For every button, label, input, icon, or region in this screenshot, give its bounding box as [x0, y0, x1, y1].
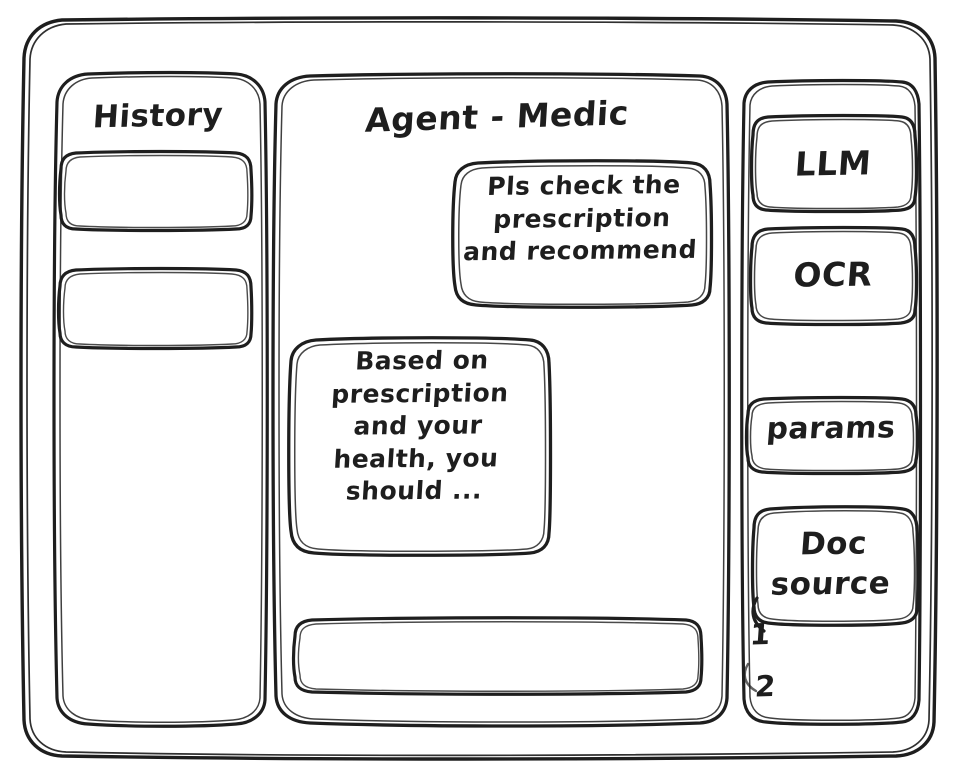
doc-source-connector [751, 596, 766, 633]
tool-ocr-outline [748, 225, 919, 327]
doc-source-connector-2 [743, 662, 758, 693]
history-item-2-outline [56, 266, 254, 351]
tool-llm-outline [749, 113, 919, 214]
history-item-1-outline [57, 149, 254, 233]
sidebar-left [56, 73, 268, 726]
agent-message-bubble-outline [287, 336, 553, 557]
user-message-bubble-outline [451, 159, 714, 309]
main-panel-outline [271, 72, 731, 728]
sidebar-right [743, 80, 921, 725]
sidebar-left-outline [52, 70, 269, 728]
tool-params-outline [744, 395, 920, 476]
window-frame-outline [19, 16, 939, 761]
tool-doc-source-outline [750, 505, 921, 627]
sidebar-right-outline [740, 78, 923, 726]
composer-input-outline [291, 616, 704, 696]
main-panel [274, 74, 728, 725]
